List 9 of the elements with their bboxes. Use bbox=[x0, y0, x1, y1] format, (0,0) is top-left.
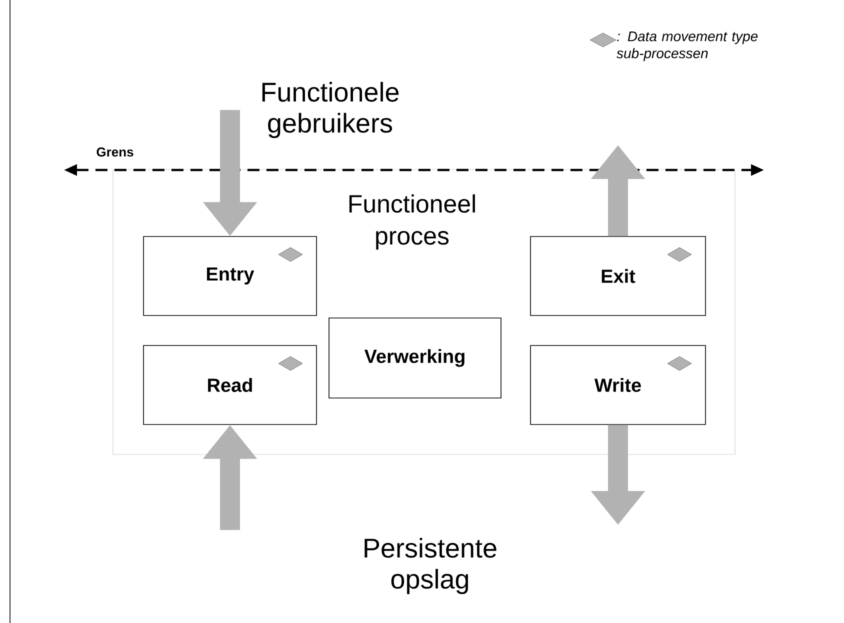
process-box: Exit bbox=[530, 236, 706, 316]
process-box: Verwerking bbox=[328, 318, 502, 398]
process-box: Read bbox=[143, 345, 317, 425]
heading: Persistente opslag bbox=[364, 538, 496, 594]
boundary-label: Grens bbox=[96, 147, 134, 157]
heading: Functionele gebruikers bbox=[262, 82, 399, 138]
process-box: Write bbox=[530, 345, 706, 425]
process-box: Entry bbox=[143, 236, 317, 316]
legend-text: : Data movement type sub-processen bbox=[616, 32, 758, 62]
